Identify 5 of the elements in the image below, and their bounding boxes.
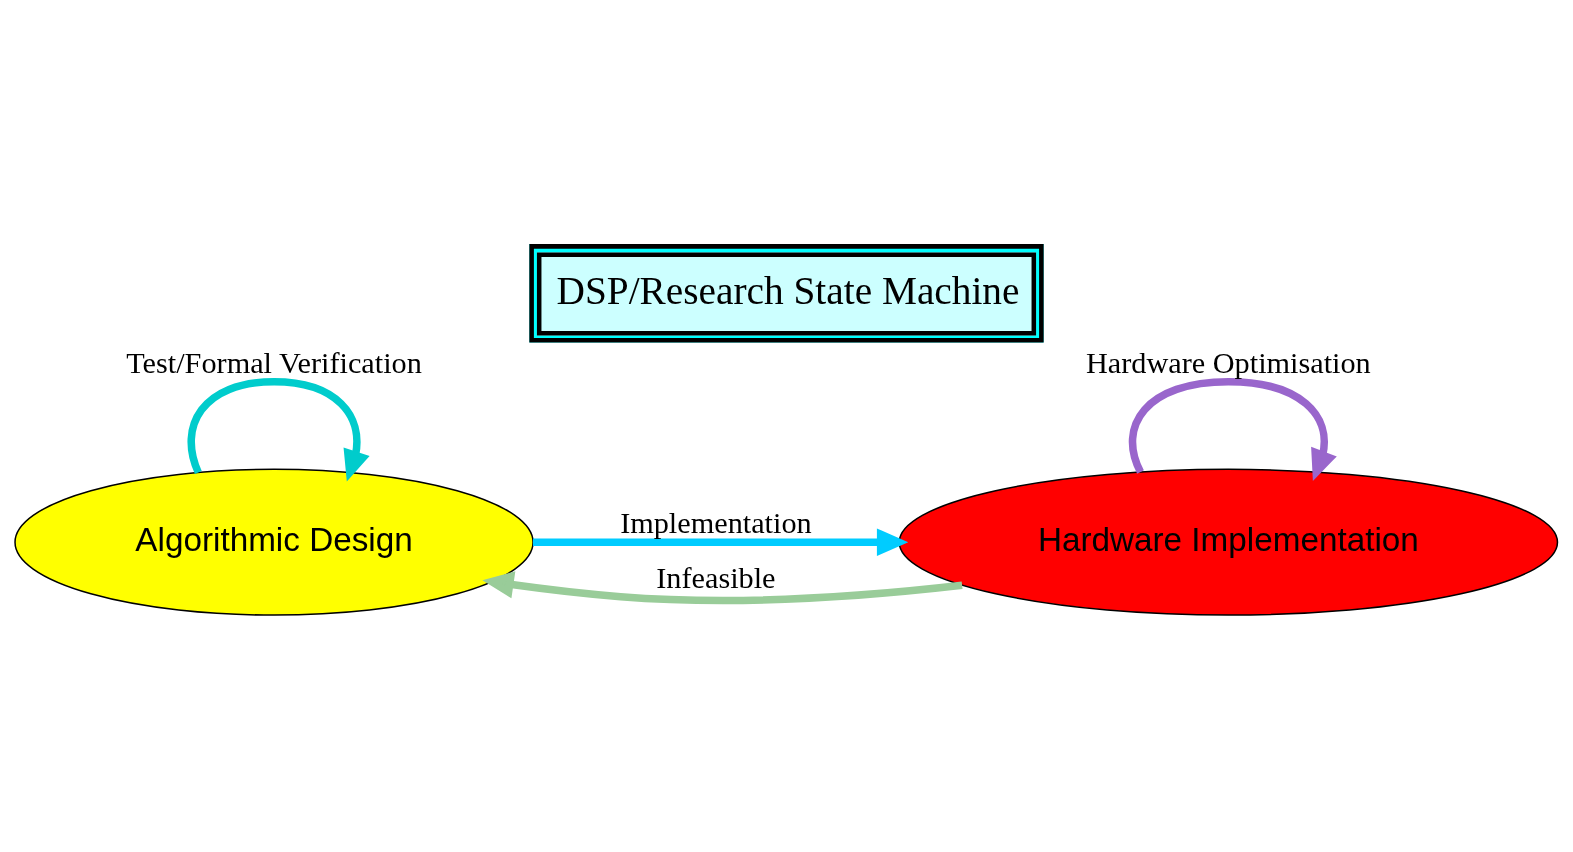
edge-label: Test/Formal Verification (126, 345, 422, 380)
edge-label: Infeasible (656, 560, 776, 595)
diagram-title: DSP/Research State Machine (556, 268, 1020, 313)
edge-label: Implementation (620, 505, 812, 540)
edge-label: Hardware Optimisation (1085, 345, 1371, 380)
